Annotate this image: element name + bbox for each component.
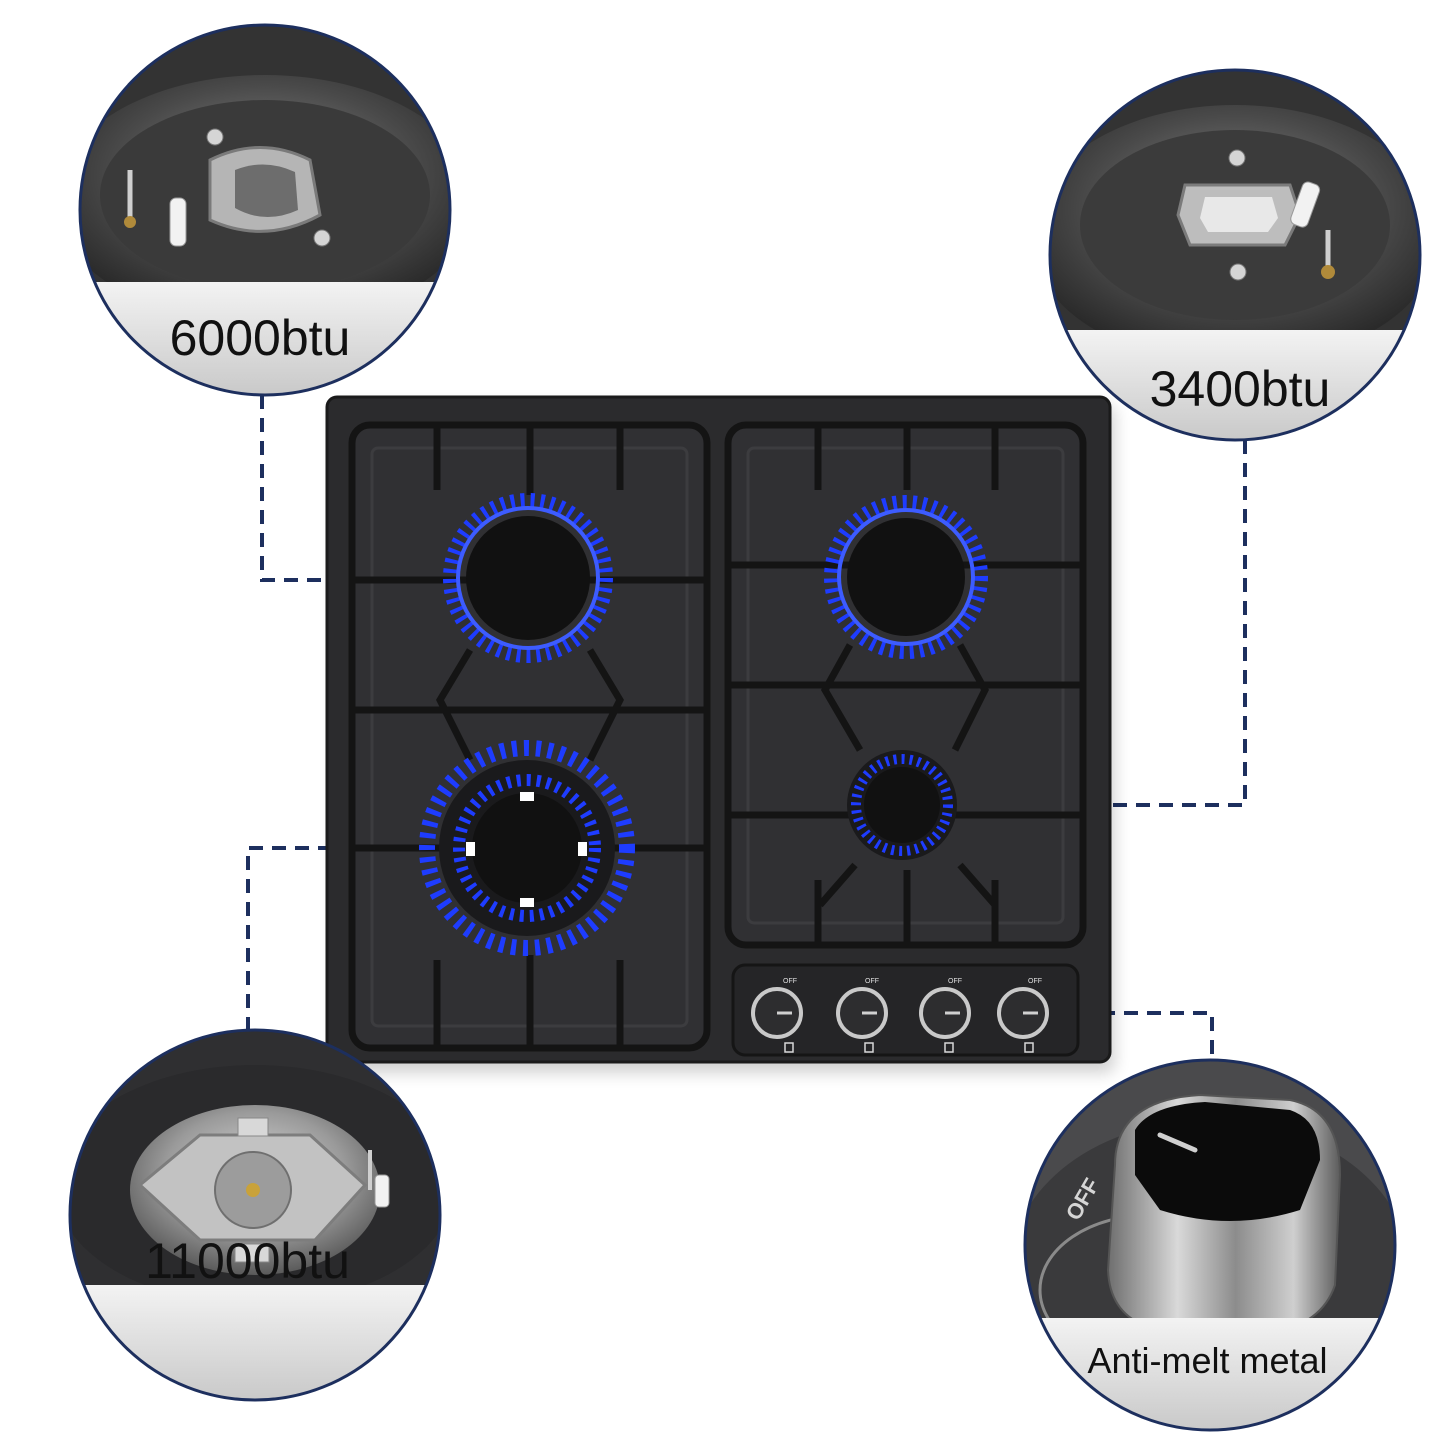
burner-base-large <box>137 1117 368 1263</box>
burner-cap-base-small <box>1176 149 1302 281</box>
label-3400btu: 3400btu <box>1149 361 1331 417</box>
control-knob-4[interactable] <box>997 987 1049 1039</box>
control-panel: OFF OFF OFF OFF <box>731 963 1080 1057</box>
knob-4-off-marking: OFF <box>1028 978 1042 985</box>
knob-3-off-marking: OFF <box>948 978 962 985</box>
right-grate <box>724 421 1087 949</box>
metal-knob <box>1106 1093 1342 1337</box>
ignition-electrode <box>169 197 187 247</box>
burner-top-right <box>824 495 988 659</box>
connector-3400 <box>975 440 1247 807</box>
callout-6000btu <box>78 23 452 397</box>
label-6000btu: 6000btu <box>169 310 351 366</box>
callout-11000btu <box>68 1028 442 1402</box>
cooktop: OFF OFF OFF OFF <box>325 395 1115 1073</box>
burner-cap-base <box>206 128 331 247</box>
label-11000btu: 11000btu <box>145 1233 350 1289</box>
knob-2-off-marking: OFF <box>865 978 879 985</box>
burner-bottom-right <box>847 750 957 860</box>
control-knob-2[interactable] <box>836 987 888 1039</box>
callout-anti-melt-knob: OFF <box>1023 1058 1397 1432</box>
burner-bottom-left <box>419 740 635 956</box>
control-knob-1[interactable] <box>751 987 803 1039</box>
burner-position-icons <box>784 1042 1034 1053</box>
burner-top-left <box>443 493 613 663</box>
label-anti-melt-metal: Anti-melt metal <box>1087 1340 1328 1381</box>
knob-1-off-marking: OFF <box>783 978 797 985</box>
callout-3400btu <box>1048 68 1422 442</box>
control-knob-3[interactable] <box>919 987 971 1039</box>
